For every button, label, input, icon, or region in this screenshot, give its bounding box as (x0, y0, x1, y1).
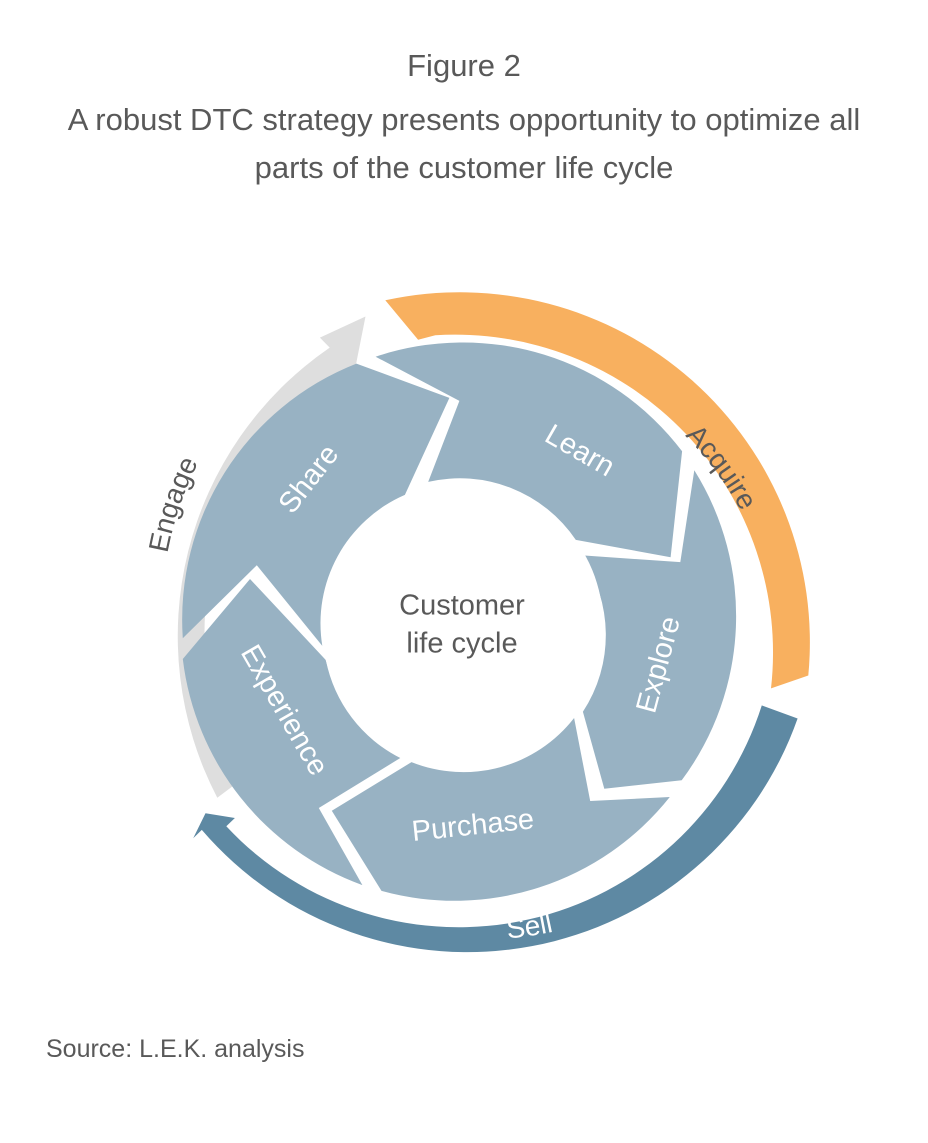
sell-label: Sell (505, 907, 555, 944)
figure-label: Figure 2 (407, 48, 521, 83)
segment-explore (580, 470, 737, 789)
sell-arc (193, 705, 798, 953)
center-circle (321, 483, 603, 765)
segment-purchase (331, 718, 670, 901)
segment-learn (375, 342, 683, 558)
segment-share (182, 363, 450, 646)
engage-arc (177, 316, 366, 798)
acquire-arc (385, 292, 810, 689)
figure-title: A robust DTC strategy presents opportuni… (67, 102, 861, 185)
center-label-line1: Customer (399, 590, 525, 622)
center-label-line2: life cycle (406, 628, 517, 660)
segment-experience (182, 579, 401, 886)
source-note: Source: L.E.K. analysis (46, 1035, 305, 1063)
